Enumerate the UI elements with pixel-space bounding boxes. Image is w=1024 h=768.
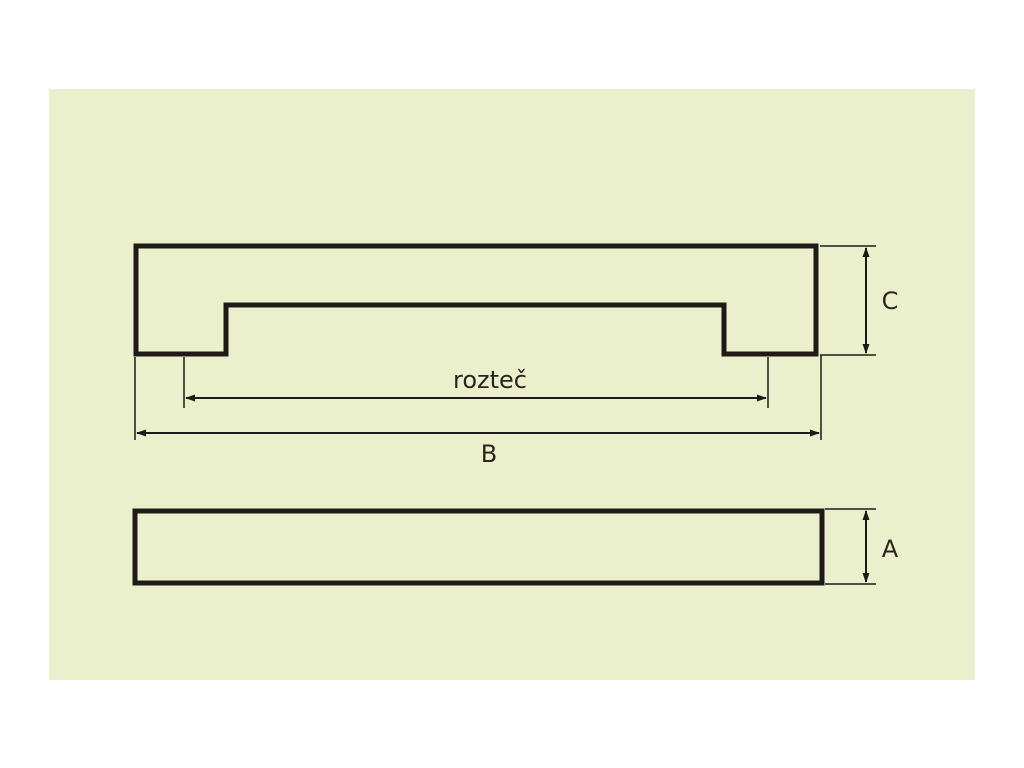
pitch-label: rozteč [453, 366, 527, 394]
depth-label: A [882, 535, 899, 563]
handle-front-view-outline [133, 243, 819, 357]
length-label: B [481, 440, 497, 468]
handle-side-view-outline [132, 508, 825, 586]
extension-lines [134, 245, 876, 585]
height-label: C [882, 287, 899, 315]
